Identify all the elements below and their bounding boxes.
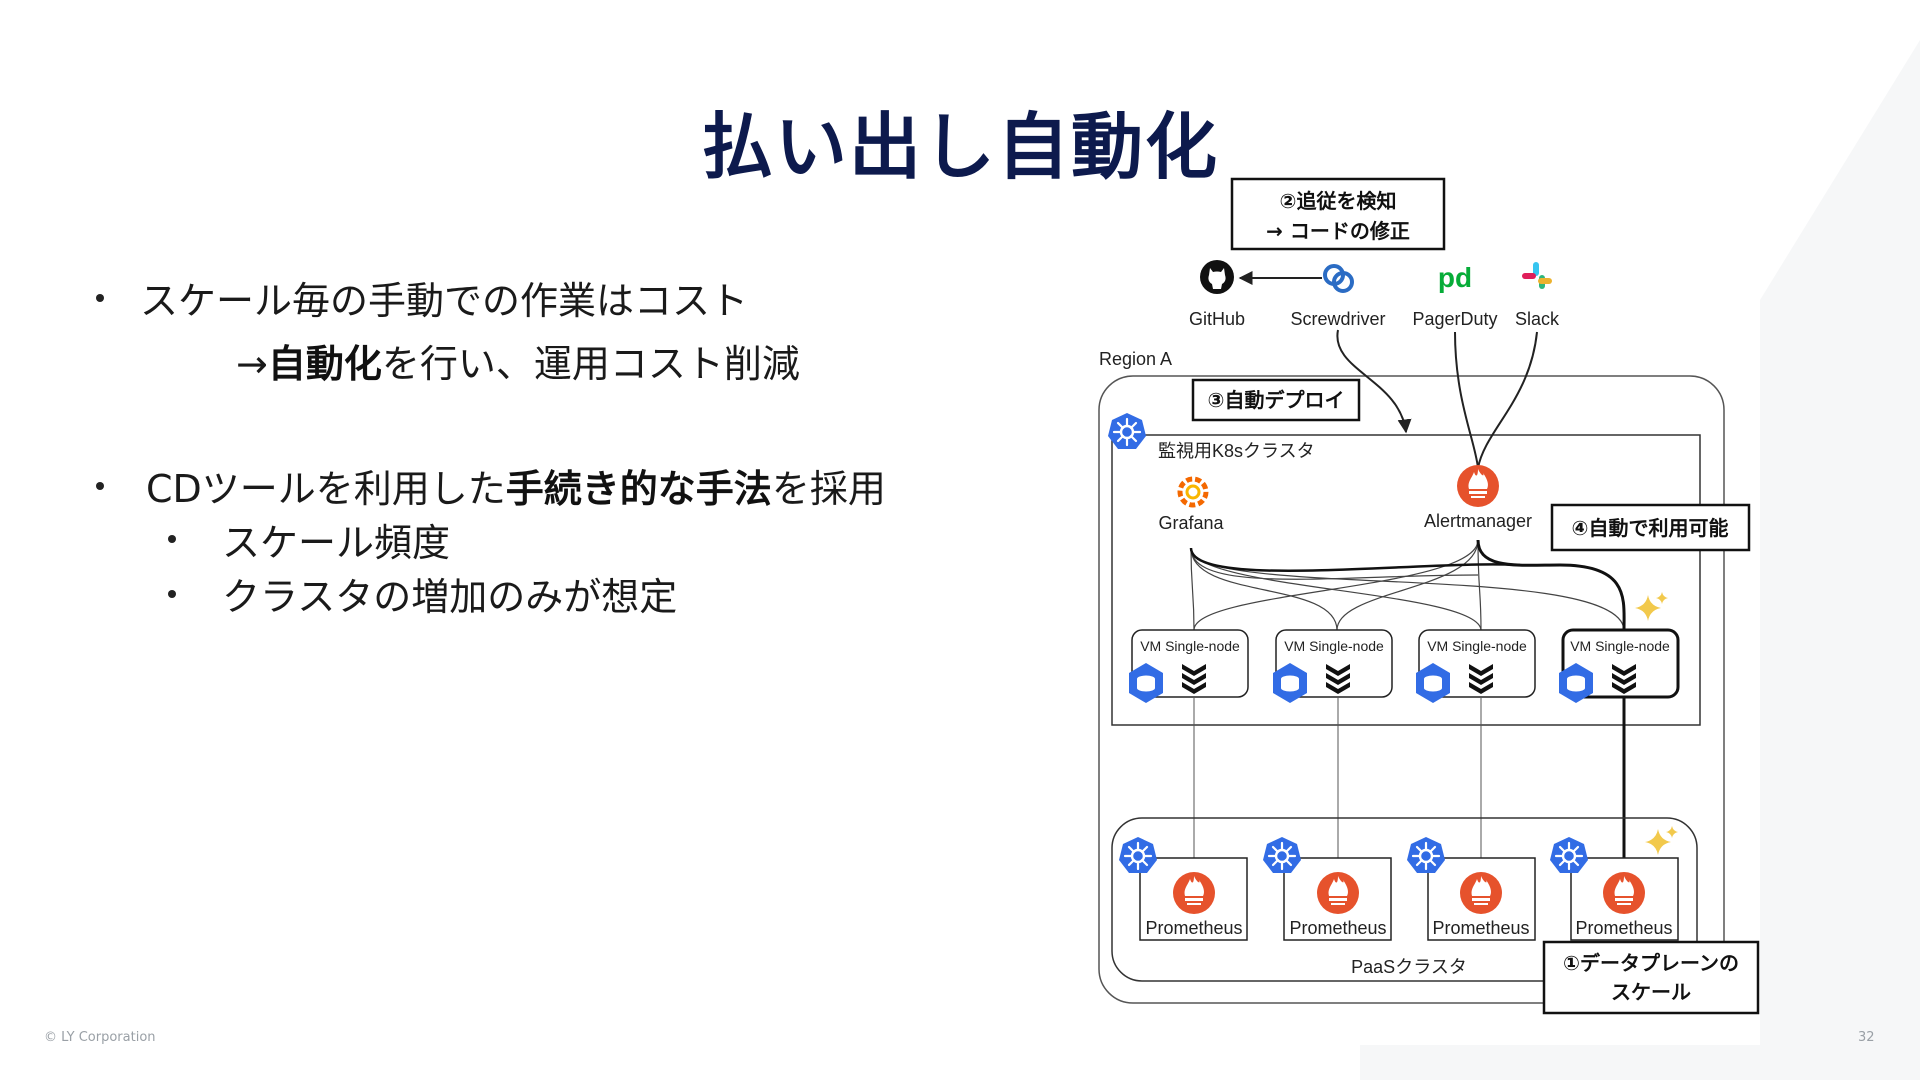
callout-scale-line1: ①データプレーンの [1563, 951, 1739, 975]
prometheus-icon [1317, 872, 1359, 914]
github-label: GitHub [1189, 309, 1245, 329]
prometheus-node-4-new: Prometheus [1548, 835, 1679, 941]
bullet-2: CDツールを利用した手続き的な手法を採用 [146, 458, 886, 513]
region-label: Region A [1099, 349, 1172, 369]
deploy-arrow [1336, 329, 1412, 434]
bullet-dot [96, 294, 104, 302]
prometheus-label: Prometheus [1575, 918, 1672, 938]
sub-bullet-dot [168, 535, 176, 543]
grafana-label: Grafana [1158, 513, 1224, 533]
callout-scale: ①データプレーンの スケール [1542, 940, 1760, 1015]
vm-node-2: VM Single-node [1273, 629, 1393, 703]
sparkle-icon [1645, 826, 1678, 855]
sub-bullet-dot [168, 590, 176, 598]
prometheus-node-3: Prometheus [1405, 835, 1536, 941]
bullet-2-post: を採用 [771, 467, 886, 511]
svg-text:pd: pd [1438, 262, 1472, 293]
callout-available-text: ④自動で利用可能 [1572, 516, 1729, 540]
prometheus-icon [1173, 872, 1215, 914]
pagerduty-line [1454, 331, 1479, 469]
callout-available: ④自動で利用可能 [1550, 503, 1751, 552]
slide-title: 払い出し自動化 [700, 105, 1219, 189]
vm-label: VM Single-node [1570, 638, 1670, 654]
prometheus-node-2: Prometheus [1261, 835, 1392, 941]
callout-detect-line2: → コードの修正 [1266, 219, 1410, 243]
bullet-dot [96, 482, 104, 490]
sub-bullet-2: クラスタの増加のみが想定 [222, 575, 678, 619]
github-icon [1200, 260, 1234, 294]
new-vm-connection-grafana [1189, 547, 1521, 572]
prometheus-label: Prometheus [1289, 918, 1386, 938]
prometheus-label: Prometheus [1145, 918, 1242, 938]
screwdriver-icon [1323, 264, 1354, 293]
prometheus-icon [1460, 872, 1502, 914]
vm-node-1: VM Single-node [1129, 629, 1249, 703]
slack-line [1477, 331, 1538, 469]
bullet-2-pre: CDツールを利用した [146, 467, 506, 511]
callout-scale-line2: スケール [1611, 980, 1691, 1004]
bullet-1-sub: →自動化を行い、運用コスト削減 [236, 333, 800, 388]
screwdriver-label: Screwdriver [1290, 309, 1385, 329]
vm-node-4-new: VM Single-node [1559, 628, 1680, 703]
prometheus-icon [1603, 872, 1645, 914]
vm-label: VM Single-node [1284, 638, 1384, 654]
footer-copyright: © LY Corporation [44, 1030, 156, 1045]
vm-label: VM Single-node [1140, 638, 1240, 654]
vm-prometheus-lines [1193, 697, 1482, 872]
region-box [1098, 375, 1725, 1004]
alertmanager-label: Alertmanager [1424, 511, 1532, 531]
bold-automation: 自動化 [267, 342, 382, 386]
page-number: 32 [1858, 1030, 1875, 1045]
slack-icon [1522, 262, 1552, 289]
paas-cluster-box [1111, 817, 1698, 982]
pagerduty-icon: pd [1438, 262, 1472, 293]
grafana-icon [1177, 476, 1209, 508]
prometheus-node-1: Prometheus [1117, 835, 1248, 941]
bullet-1: スケール毎の手動での作業はコスト [140, 279, 749, 323]
new-vm-connection [1476, 539, 1626, 631]
alertmanager-icon [1457, 465, 1499, 507]
callout-detect: ②追従を検知 → コードの修正 [1230, 177, 1446, 251]
vm-label: VM Single-node [1427, 638, 1527, 654]
sub-bullet-1: スケール頻度 [222, 521, 451, 565]
arrow-text: → [236, 342, 268, 386]
prometheus-label: Prometheus [1432, 918, 1529, 938]
monitor-cluster-label: 監視用K8sクラスタ [1158, 441, 1315, 461]
callout-deploy-text: ③自動デプロイ [1208, 388, 1345, 412]
bullet-2-bold: 手続き的な手法 [505, 467, 772, 511]
slack-label: Slack [1515, 309, 1560, 329]
vm-node-3: VM Single-node [1416, 629, 1536, 703]
callout-deploy: ③自動デプロイ [1191, 378, 1361, 422]
pagerduty-label: PagerDuty [1412, 309, 1497, 329]
callout-detect-line1: ②追従を検知 [1280, 189, 1397, 213]
bullet-1-sub-rest: を行い、運用コスト削減 [381, 342, 800, 386]
paas-cluster-label: PaaSクラスタ [1351, 957, 1467, 977]
